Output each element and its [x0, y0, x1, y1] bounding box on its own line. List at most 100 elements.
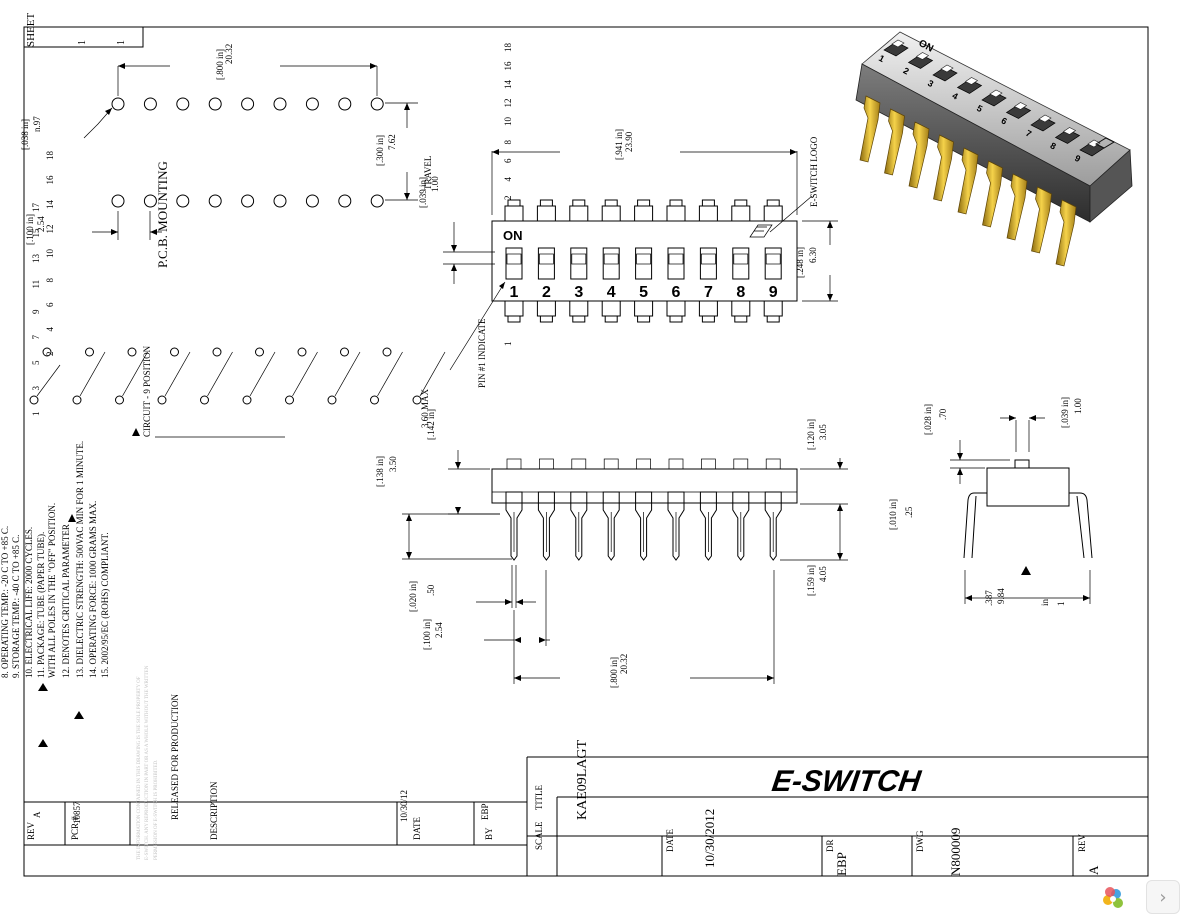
front-pin [764, 491, 782, 561]
on-label: ON [503, 228, 523, 243]
top-height-in: [.248 in] [795, 247, 805, 278]
top-switch-actuator [603, 253, 619, 265]
front-pin [537, 491, 555, 561]
front-max-in: [.142 in] [426, 409, 436, 440]
tb-rev-value: A [1086, 865, 1101, 875]
pcb-pitch-in: [.100 in] [25, 214, 35, 245]
iso-pin [859, 95, 881, 163]
circuit-contact [327, 395, 337, 405]
iso-pin [1055, 199, 1077, 267]
pcb-hole [143, 97, 157, 111]
top-switch-actuator [668, 253, 684, 265]
top-pin-tab [763, 199, 783, 221]
front-pin-w-mm: .50 [426, 584, 436, 596]
circuit-contact [255, 347, 264, 357]
side-span-b: 9.84 [996, 588, 1006, 604]
top-switch-slot [635, 247, 653, 280]
top-switch-slot [764, 247, 782, 280]
switch-number: 8 [736, 284, 745, 301]
dwg-value: N800009 [948, 828, 963, 876]
top-switch-actuator [506, 253, 522, 265]
circuit-contact [340, 347, 349, 357]
note-line: 11. PACKAGE: TUBE (PAPER TUBE). [36, 532, 46, 678]
scale-label: SCALE [534, 821, 544, 850]
iso-switch-number: 5 [975, 103, 984, 114]
travel-label: TRAVEL [423, 156, 433, 190]
bottom-pin-tab [731, 301, 751, 323]
front-pitch-mm: 2.54 [434, 622, 444, 638]
circuit-contact [72, 395, 82, 405]
iso-switch-actuator [1062, 127, 1077, 135]
circuit-label: CIRCUIT - 9 POSITION [142, 345, 152, 437]
bottom-pin-tab [698, 301, 718, 323]
circuit-contact [242, 395, 252, 405]
iso-switch-actuator [1087, 139, 1101, 148]
top-pin-number: 12 [503, 99, 513, 108]
top-view-body [491, 220, 798, 302]
chevron-right-icon: › [1159, 886, 1167, 908]
switch-number: 9 [769, 284, 778, 301]
iso-switch-number: 2 [902, 65, 911, 76]
top-pin-number: 16 [503, 61, 513, 71]
iso-pin [1006, 173, 1028, 241]
iso-switch-number: 4 [951, 90, 960, 101]
circuit-switch-line [207, 351, 233, 397]
iso-pin [933, 134, 954, 202]
pcb-pitch-mm: 2.54 [36, 216, 46, 232]
pcb-hole [176, 194, 190, 208]
front-actuator [733, 458, 749, 470]
sheet-box: SHEET 1 1 [24, 13, 144, 48]
rev-header: REV [26, 821, 36, 840]
pcb-top-dim-mm: 20.32 [224, 44, 234, 64]
note-line: 9. STORAGE TEMP.: -40 C TO +85 C. [11, 535, 21, 678]
circuit-switch-line [377, 351, 403, 397]
pcb-hole [208, 194, 222, 208]
pcb-pin-number: 5 [31, 360, 41, 365]
top-pin-tab [731, 199, 751, 221]
circuit-contact [382, 347, 392, 357]
note-line: 15. 2002/95/EC (ROHS) COMPLIANT. [100, 532, 110, 678]
sheet-total: 1 [116, 40, 127, 45]
top-pin-tab [634, 199, 654, 221]
pcb-pin-number: 16 [45, 175, 55, 185]
pcb-pin-number: 1 [31, 412, 41, 417]
desc-header: DESCRIPTION [209, 781, 219, 840]
switch-number: 1 [510, 284, 519, 301]
sheet-label: SHEET [25, 13, 37, 48]
top-switch-actuator [539, 253, 554, 265]
front-pitch-in: [.100 in] [422, 619, 432, 650]
front-span-mm: 20.32 [619, 654, 629, 674]
side-span-a: .387 [984, 590, 994, 606]
pcb-pin-number: 11 [31, 280, 41, 289]
next-page-button[interactable]: › [1146, 880, 1180, 914]
pcr-value: 10857 [72, 801, 82, 824]
revision-block: REV A PCR # 10857 DESCRIPTION RELEASED F… [24, 665, 528, 876]
critical-triangle-icon [1021, 566, 1031, 575]
iso-pin [982, 160, 1003, 228]
circuit-contact [170, 347, 179, 357]
pcb-hole [273, 97, 287, 111]
iso-switch-slot [1030, 116, 1056, 132]
top-pin-tab [666, 199, 686, 221]
top-pin-number: 4 [503, 177, 513, 182]
circuit-contact [200, 395, 209, 405]
iso-switch-actuator [891, 39, 905, 48]
bottom-pin-tab [569, 301, 589, 323]
circuit-switch-line [249, 351, 276, 397]
top-switch-slot [570, 247, 588, 280]
iso-pin [884, 108, 905, 176]
side-act-w-in: [.039 in] [1060, 397, 1070, 428]
pcb-hole [305, 97, 319, 111]
critical-triangle-icon [38, 739, 48, 747]
front-pin [635, 491, 653, 561]
top-height-mm: 6.30 [808, 247, 818, 263]
bottom-pin-tab [763, 301, 783, 323]
switch-number: 7 [704, 284, 713, 301]
bottom-pin-tab [504, 301, 524, 323]
pcb-pin-number: 10 [45, 249, 55, 259]
top-switch-actuator [636, 253, 651, 265]
top-switch-slot [505, 247, 523, 280]
tb-date-value: 10/30/2012 [702, 809, 717, 868]
